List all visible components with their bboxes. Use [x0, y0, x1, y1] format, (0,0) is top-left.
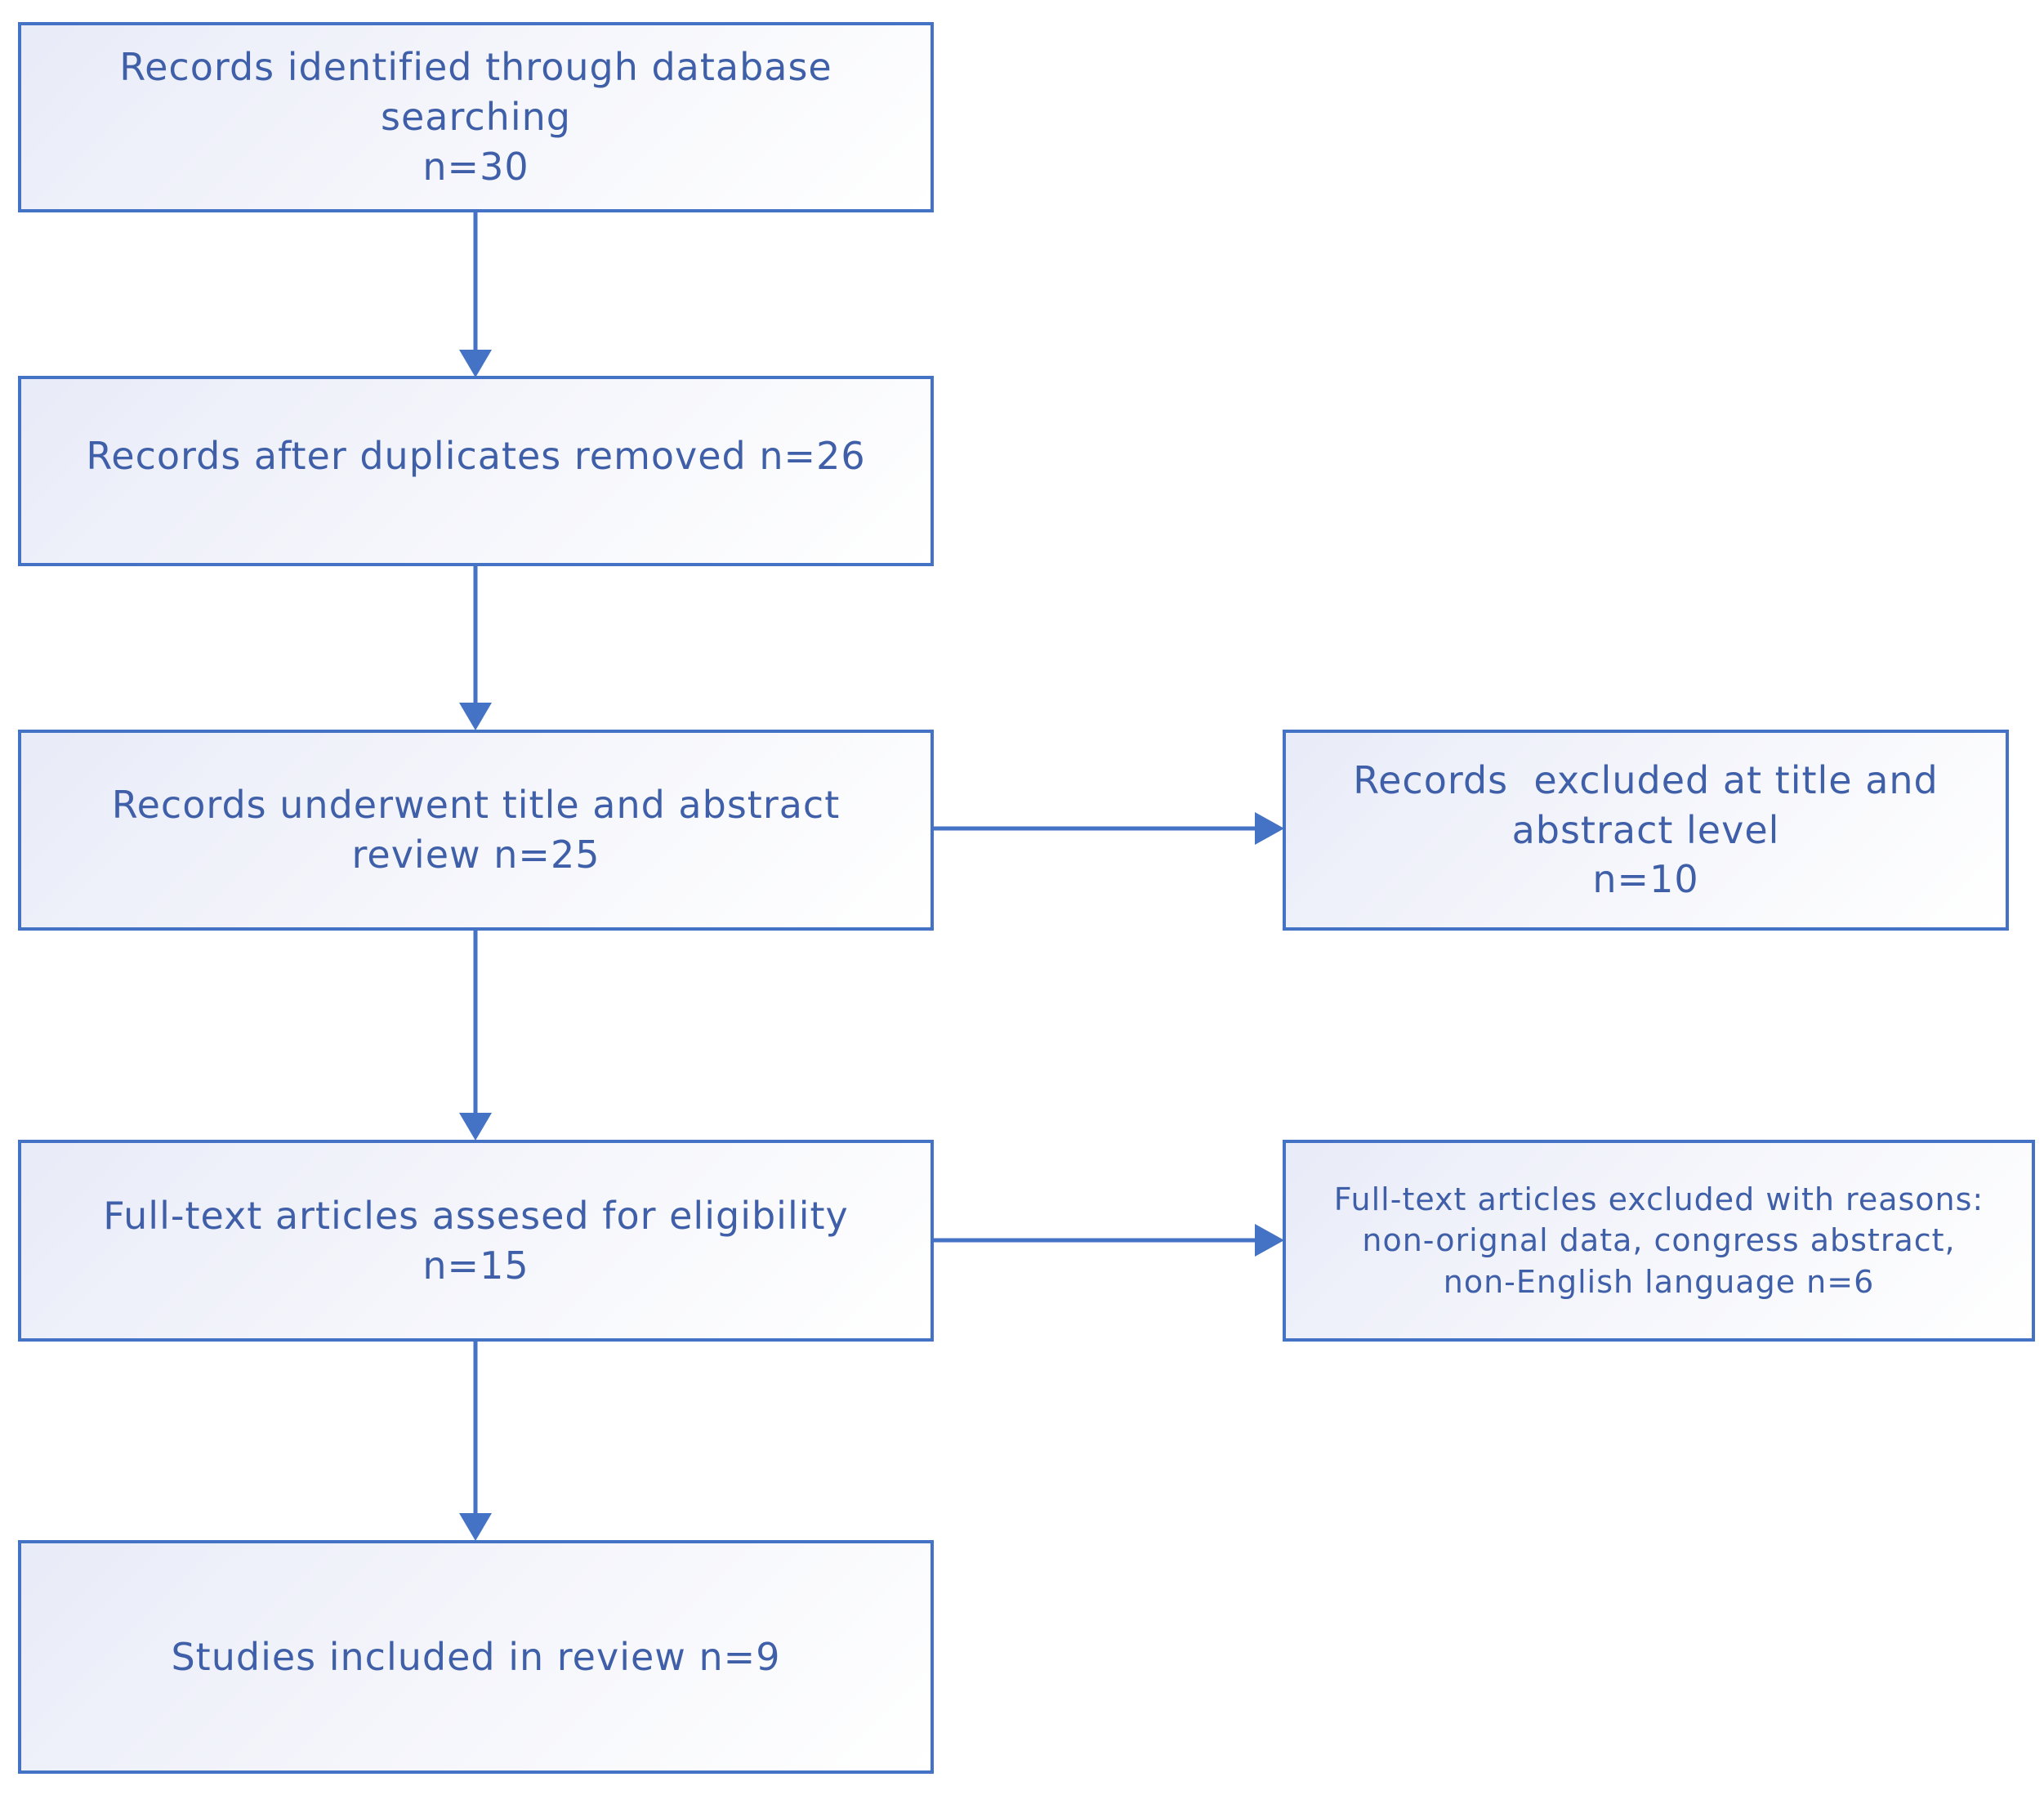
studies-included-box: Studies included in review n=9 [18, 1540, 934, 1774]
title-abstract-review-box: Records underwent title and abstract rev… [18, 730, 934, 931]
full-text-excluded-line1: Full-text articles excluded with reasons… [1333, 1181, 1984, 1218]
arrow-title-abstract-to-excluded [932, 812, 1284, 845]
excluded-title-abstract-box: Records excluded at title and abstract l… [1283, 730, 2009, 931]
records-identified-line1: Records identified through database [119, 45, 832, 90]
arrow-identified-to-duplicates [459, 211, 492, 377]
excluded-title-line2: abstract level [1511, 807, 1780, 852]
records-after-duplicates-text: Records after duplicates removed n=26 [86, 434, 866, 478]
excluded-title-count: n=10 [1592, 857, 1699, 902]
full-text-eligibility-box: Full-text articles assesed for eligibili… [18, 1140, 934, 1342]
records-identified-count: n=30 [422, 144, 529, 189]
arrow-full-text-to-included [459, 1340, 492, 1541]
arrow-full-text-to-excluded-reasons [932, 1224, 1284, 1257]
records-after-duplicates-box: Records after duplicates removed n=26 [18, 376, 934, 566]
arrow-title-abstract-to-full-text [459, 929, 492, 1141]
title-abstract-line1: Records underwent title and abstract [111, 783, 841, 828]
full-text-excluded-line3: non-English language n=6 [1443, 1263, 1875, 1300]
studies-included-text: Studies included in review n=9 [171, 1634, 781, 1679]
full-text-count: n=15 [422, 1243, 529, 1288]
full-text-excluded-box: Full-text articles excluded with reasons… [1283, 1140, 2035, 1342]
full-text-excluded-line2: non-orignal data, congress abstract, [1362, 1222, 1956, 1259]
records-identified-line2: searching [381, 95, 571, 140]
records-identified-box: Records identified through database sear… [18, 22, 934, 212]
excluded-title-line1: Records excluded at title and [1353, 757, 1939, 802]
arrow-duplicates-to-title-abstract [459, 565, 492, 730]
title-abstract-line2: review n=25 [351, 833, 600, 877]
full-text-line1: Full-text articles assesed for eligibili… [103, 1193, 849, 1238]
